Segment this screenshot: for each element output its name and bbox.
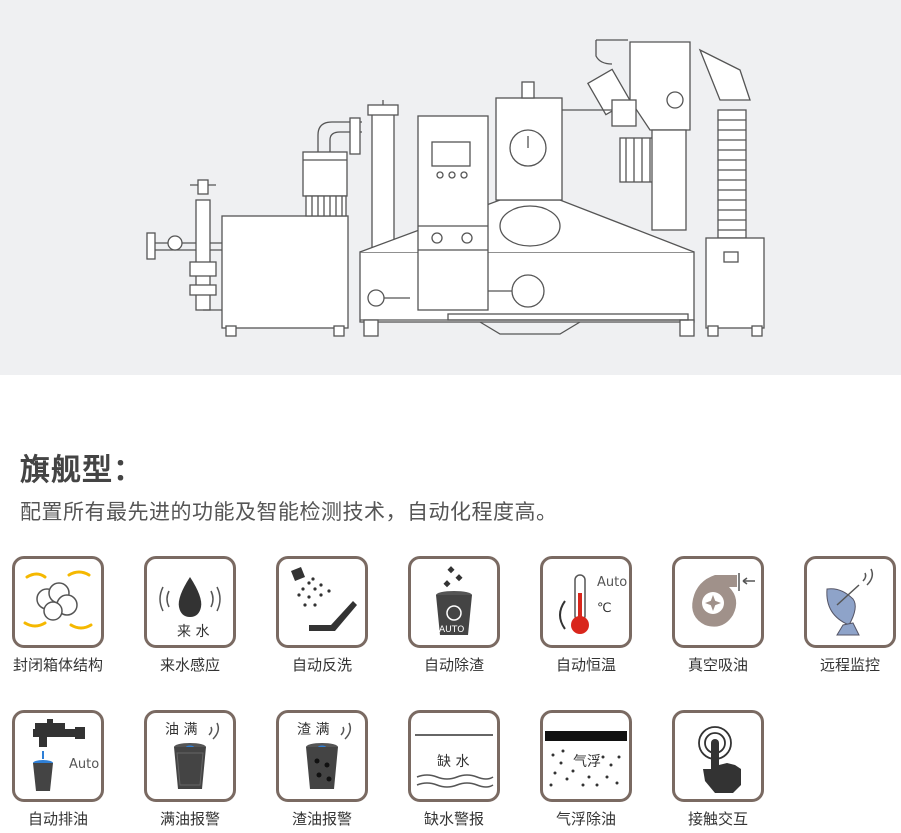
faucet-icon xyxy=(33,719,85,791)
feature-icon-box xyxy=(804,556,896,648)
icon-caption: 油 满 xyxy=(165,722,198,738)
air-flotation-icon xyxy=(545,731,627,787)
page-subtitle: 配置所有最先进的功能及智能检测技术，自动化程度高。 xyxy=(20,500,558,524)
icon-caption: 渣 满 xyxy=(297,722,330,738)
machine-illustration-panel xyxy=(0,0,901,375)
feature-water-sensor: 来 水 来水感应 xyxy=(140,556,240,675)
sealed-box-icon xyxy=(23,570,93,630)
icon-caption: Auto xyxy=(597,575,628,590)
feature-touch-interaction: 接触交互 xyxy=(668,710,768,829)
feature-icon-box xyxy=(12,556,104,648)
feature-label: 缺水警报 xyxy=(423,810,484,828)
backwash-shower-icon xyxy=(291,567,357,631)
oil-full-bucket-icon xyxy=(174,722,220,789)
feature-label: 自动反洗 xyxy=(291,656,352,674)
feature-label: 气浮除油 xyxy=(555,810,616,828)
control-cabinet xyxy=(417,115,489,311)
feature-label: 真空吸油 xyxy=(687,656,748,674)
feature-sealed-box: 封闭箱体结构 xyxy=(8,556,108,675)
trash-bin-icon xyxy=(436,566,472,635)
feature-label: 接触交互 xyxy=(687,810,748,828)
feature-label: 来水感应 xyxy=(159,656,220,674)
vacuum-pump-icon xyxy=(692,573,755,627)
feature-icon-box: 缺 水 xyxy=(408,710,500,802)
feature-auto-oil-drain: Auto 自动排油 xyxy=(8,710,108,829)
central-tank xyxy=(495,81,563,247)
feature-label: 自动除渣 xyxy=(423,656,484,674)
icon-unit: ℃ xyxy=(597,601,612,616)
bellows-and-tank xyxy=(698,48,765,337)
water-shortage-icon xyxy=(415,734,494,788)
feature-vacuum-oil: 真空吸油 xyxy=(668,556,768,675)
residue-bucket-icon xyxy=(306,722,352,789)
feature-auto-residue: AUTO 自动除渣 xyxy=(404,556,504,675)
feature-icon-box: 渣 满 xyxy=(276,710,368,802)
feature-label: 自动恒温 xyxy=(555,656,616,674)
icon-caption: 气浮 xyxy=(573,754,601,770)
feature-label: 自动排油 xyxy=(27,810,88,828)
water-sensor-icon xyxy=(159,577,221,617)
feature-oil-full-alarm: 油 满 满油报警 xyxy=(140,710,240,829)
feature-icon-box: AUTO xyxy=(408,556,500,648)
icon-caption: 来 水 xyxy=(177,624,210,640)
vertical-column xyxy=(367,100,399,253)
left-tank xyxy=(221,117,362,337)
feature-backwash: 自动反洗 xyxy=(272,556,372,675)
oil-water-separator-drawing xyxy=(146,39,765,337)
feature-icon-box: 气浮 xyxy=(540,710,632,802)
feature-icon-box: Auto ℃ xyxy=(540,556,632,648)
icon-caption: AUTO xyxy=(439,625,465,635)
inlet-valves xyxy=(146,179,222,311)
satellite-dish-icon xyxy=(826,568,874,636)
feature-icon-box: 来 水 xyxy=(144,556,236,648)
feature-label: 满油报警 xyxy=(159,810,220,828)
feature-air-flotation: 气浮 气浮除油 xyxy=(536,710,636,829)
feature-icon-box: Auto xyxy=(12,710,104,802)
feature-water-shortage: 缺 水 缺水警报 xyxy=(404,710,504,829)
touch-hand-icon xyxy=(698,726,741,793)
feature-icon-box xyxy=(672,710,764,802)
right-pump-assembly xyxy=(562,39,691,231)
feature-icon-box xyxy=(276,556,368,648)
feature-label: 封闭箱体结构 xyxy=(12,656,103,674)
feature-label: 远程监控 xyxy=(819,656,880,674)
icon-caption: Auto xyxy=(69,757,100,772)
feature-label: 渣油报警 xyxy=(291,810,352,828)
page-title: 旗舰型： xyxy=(20,453,144,488)
thermometer-icon xyxy=(559,574,589,634)
feature-icon-box: 油 满 xyxy=(144,710,236,802)
feature-constant-temp: Auto ℃ 自动恒温 xyxy=(536,556,636,675)
feature-residue-alarm: 渣 满 渣油报警 xyxy=(272,710,372,829)
feature-icon-box xyxy=(672,556,764,648)
icon-caption: 缺 水 xyxy=(437,754,470,770)
feature-remote-monitor: 远程监控 xyxy=(800,556,900,675)
